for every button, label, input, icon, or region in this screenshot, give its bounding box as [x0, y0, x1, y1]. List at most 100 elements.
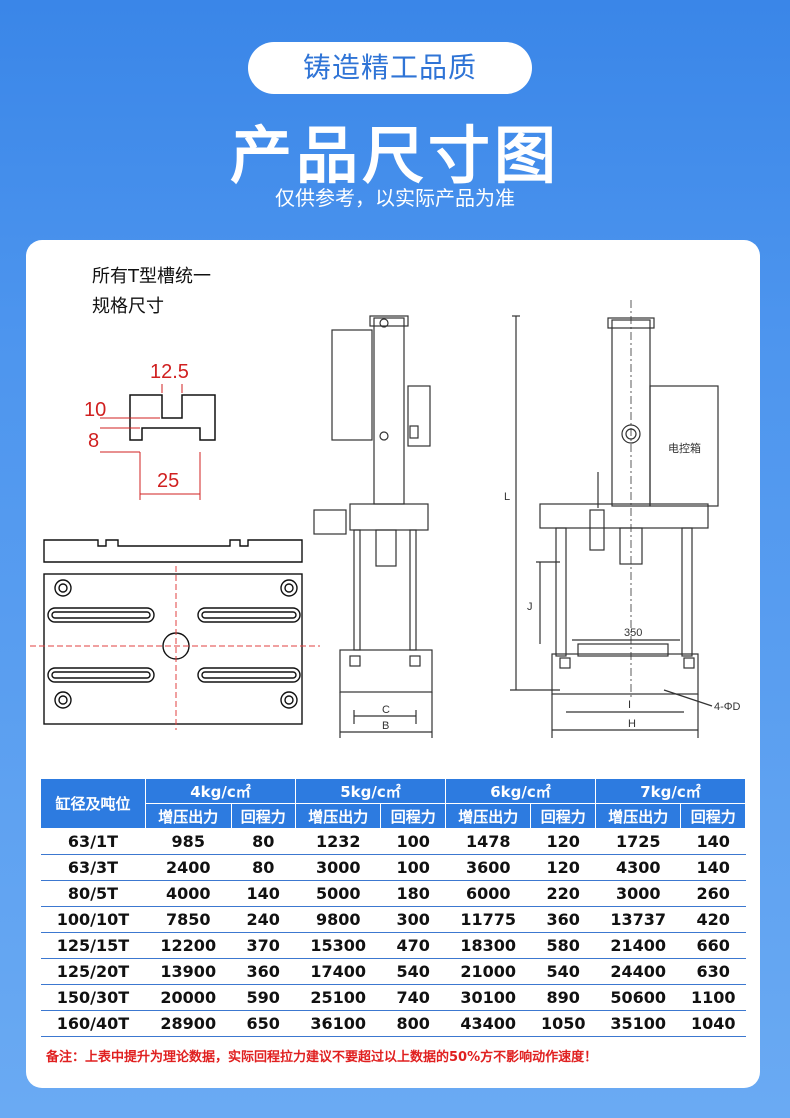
header-pressure-6: 6kg/c㎡ — [444, 778, 596, 804]
return-force-cell: 890 — [530, 984, 596, 1011]
return-force-cell: 140 — [231, 880, 296, 907]
return-force-cell: 580 — [530, 932, 596, 959]
header-return-force: 回程力 — [680, 803, 746, 829]
header-pressure-7: 7kg/c㎡ — [594, 778, 747, 804]
return-force-cell: 1040 — [680, 1010, 746, 1037]
return-force-cell: 360 — [530, 906, 596, 933]
header-pressure-5: 5kg/c㎡ — [294, 778, 446, 804]
slot-note-line2: 规格尺寸 — [92, 296, 164, 317]
header-boost-force: 增压出力 — [444, 803, 532, 829]
control-box-label: 电控箱 — [668, 441, 701, 455]
boost-force-cell: 18300 — [445, 932, 531, 959]
header-bore-tonnage: 缸径及吨位 — [40, 778, 146, 829]
footnote: 备注：上表中提升为理论数据，实际回程拉力建议不要超过以上数据的50%方不影响动作… — [46, 1050, 598, 1065]
page-title: 产品尺寸图 — [229, 119, 560, 192]
boost-force-cell: 1232 — [295, 828, 381, 855]
dim-350: 350 — [624, 627, 642, 639]
boost-force-cell: 13737 — [595, 906, 681, 933]
return-force-cell: 300 — [380, 906, 446, 933]
return-force-cell: 240 — [231, 906, 296, 933]
bore-tonnage-cell: 125/15T — [40, 932, 146, 959]
header-boost-force: 增压出力 — [294, 803, 382, 829]
worktable-centerlines — [30, 566, 320, 730]
dim-h: H — [628, 718, 636, 730]
boost-force-cell: 36100 — [295, 1010, 381, 1037]
return-force-cell: 140 — [680, 854, 746, 881]
return-force-cell: 180 — [380, 880, 446, 907]
bore-tonnage-cell: 160/40T — [40, 1010, 146, 1037]
dim-holes: 4-ΦD — [714, 701, 741, 713]
return-force-cell: 140 — [680, 828, 746, 855]
return-force-cell: 80 — [231, 854, 296, 881]
boost-force-cell: 25100 — [295, 984, 381, 1011]
return-force-cell: 220 — [530, 880, 596, 907]
return-force-cell: 590 — [231, 984, 296, 1011]
return-force-cell: 100 — [380, 854, 446, 881]
bore-tonnage-cell: 63/3T — [40, 854, 146, 881]
boost-force-cell: 5000 — [295, 880, 381, 907]
dim-l: L — [504, 491, 510, 503]
boost-force-cell: 20000 — [145, 984, 231, 1011]
slot-dim-10: 10 — [84, 399, 106, 421]
return-force-cell: 800 — [380, 1010, 446, 1037]
slot-note: 所有T型槽统一 规格尺寸 — [92, 262, 211, 322]
header-boost-force: 增压出力 — [145, 803, 232, 829]
return-force-cell: 740 — [380, 984, 446, 1011]
dim-i: I — [628, 699, 631, 711]
boost-force-cell: 2400 — [145, 854, 231, 881]
boost-force-cell: 35100 — [595, 1010, 681, 1037]
press-side-view — [510, 315, 719, 738]
return-force-cell: 370 — [231, 932, 296, 959]
boost-force-cell: 1478 — [445, 828, 531, 855]
return-force-cell: 470 — [380, 932, 446, 959]
spec-table: 缸径及吨位 4kg/c㎡ 5kg/c㎡ 6kg/c㎡ 7kg/c㎡ 增压出力 回… — [40, 778, 747, 1037]
bore-tonnage-cell: 150/30T — [40, 984, 146, 1011]
return-force-cell: 120 — [530, 854, 596, 881]
slot-dim-12-5: 12.5 — [150, 361, 189, 383]
quality-badge: 铸造精工品质 — [248, 42, 532, 94]
return-force-cell: 80 — [231, 828, 296, 855]
boost-force-cell: 15300 — [295, 932, 381, 959]
dim-b: B — [382, 720, 389, 732]
boost-force-cell: 50600 — [595, 984, 681, 1011]
dim-c: C — [382, 704, 390, 716]
header-return-force: 回程力 — [230, 803, 296, 829]
boost-force-cell: 7850 — [145, 906, 231, 933]
boost-force-cell: 30100 — [445, 984, 531, 1011]
return-force-cell: 360 — [231, 958, 296, 985]
boost-force-cell: 6000 — [445, 880, 531, 907]
boost-force-cell: 24400 — [595, 958, 681, 985]
return-force-cell: 1100 — [680, 984, 746, 1011]
dim-j: J — [527, 601, 533, 613]
slot-dim-25: 25 — [157, 470, 179, 492]
return-force-cell: 420 — [680, 906, 746, 933]
boost-force-cell: 21400 — [595, 932, 681, 959]
t-slot-dimensions — [100, 384, 201, 500]
bore-tonnage-cell: 80/5T — [40, 880, 146, 907]
header-return-force: 回程力 — [380, 803, 446, 829]
boost-force-cell: 43400 — [445, 1010, 531, 1037]
boost-force-cell: 4000 — [145, 880, 231, 907]
return-force-cell: 630 — [680, 958, 746, 985]
header-return-force: 回程力 — [530, 803, 596, 829]
return-force-cell: 260 — [680, 880, 746, 907]
boost-force-cell: 3000 — [295, 854, 381, 881]
boost-force-cell: 985 — [145, 828, 231, 855]
return-force-cell: 650 — [231, 1010, 296, 1037]
spec-table-header-row2: 增压出力 回程力 增压出力 回程力 增压出力 回程力 增压出力 回程力 — [41, 803, 746, 829]
worktable-top-view — [43, 573, 303, 725]
return-force-cell: 540 — [380, 958, 446, 985]
press-front-view — [313, 315, 433, 738]
return-force-cell: 100 — [380, 828, 446, 855]
boost-force-cell: 1725 — [595, 828, 681, 855]
page-subtitle: 仅供参考，以实际产品为准 — [275, 186, 515, 210]
boost-force-cell: 3600 — [445, 854, 531, 881]
spec-table-header-row1: 缸径及吨位 4kg/c㎡ 5kg/c㎡ 6kg/c㎡ 7kg/c㎡ — [40, 778, 747, 829]
worktable-side-view — [43, 539, 303, 563]
boost-force-cell: 12200 — [145, 932, 231, 959]
